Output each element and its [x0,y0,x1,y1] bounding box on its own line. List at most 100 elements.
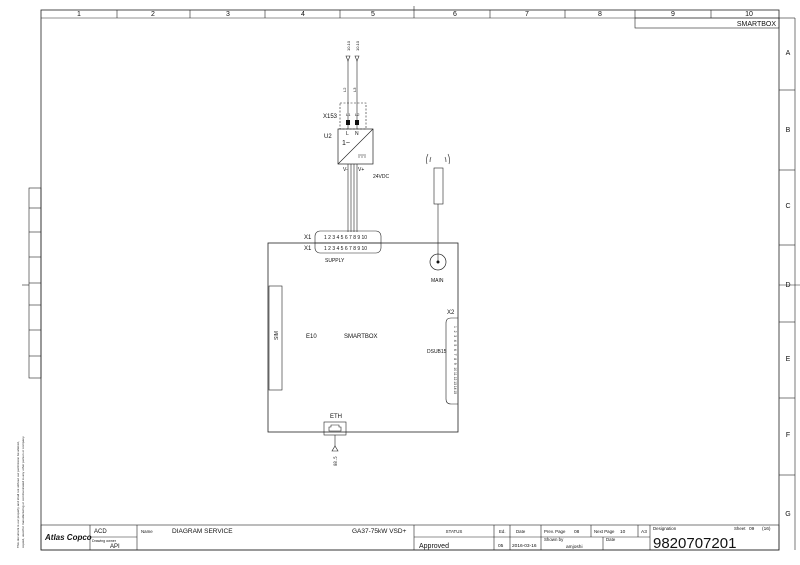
ed: 05 [498,543,504,549]
terminal-pin-2 [355,120,359,125]
supply-ref-l3: 10.10 [355,40,360,51]
status-label: STATUS [446,529,463,534]
header-label: SMARTBOX [737,21,776,28]
owner-label: Drawing owner [92,539,117,543]
eth-port [323,421,347,436]
header-box [634,17,780,29]
wire-number-l2: L2 [342,87,347,92]
col-label-4: 4 [301,11,305,18]
eth-ref: 08.5 [333,456,338,466]
psu-in-n: N [355,131,359,137]
terminal-pin-1 [346,120,350,125]
row-label-c: C [785,203,790,210]
designation-label: Designation [653,526,677,531]
disclaimer-line-1: This document is our property and shall … [16,441,20,548]
main-antenna-label: MAIN [431,278,444,284]
next-page-label: Next Page [594,529,615,534]
psu-diagonal [337,128,374,165]
col-label-1: 1 [77,11,81,18]
date2-label: Date [606,537,616,542]
device-ref: E10 [306,334,317,340]
dsub-pin-13: 13 [453,381,457,385]
dsub-pin-3: 3 [453,335,457,337]
supply-ref-l2: 10.10 [346,40,351,51]
designation: 9820707201 [653,535,736,552]
dsub-pin-6: 6 [453,349,457,351]
main-antenna-center [436,260,440,264]
dc-wires [347,164,358,232]
dsub-pin-14: 14 [453,386,457,390]
device-name: SMARTBOX [344,334,378,340]
col-label-7: 7 [525,11,529,18]
dsub-pin-12: 12 [453,377,457,381]
x1-inner-pins: 1 2 3 4 5 6 7 8 9 10 [324,246,367,252]
eth-arrow [331,445,339,452]
terminal-pin-1-label: L1 [346,112,351,117]
column-ruler [116,6,712,18]
x1-connector-outer [314,230,382,254]
status: Approved [419,543,449,550]
antenna [426,153,450,262]
col-label-2: 2 [151,11,155,18]
x1-outer-pins: 1 2 3 4 5 6 7 8 9 10 [324,235,367,241]
eth-jack-icon [328,424,342,432]
sheet-total: (16) [762,526,771,532]
psu-ac-symbol: 1~ [342,140,350,147]
psu-out-pos: V+ [358,167,364,173]
sheet-label: Sheet [734,526,746,531]
prev-page-label: Prev. Page [544,529,566,534]
eth-label: ETH [330,414,342,420]
row-label-e: E [786,356,791,363]
shown-by: amjoshi [566,544,583,550]
drawing-frame [40,9,780,551]
psu-u2 [337,128,374,165]
sim-slot [268,285,283,391]
dsub-pin-9: 9 [453,363,457,365]
row-ruler [779,89,800,476]
terminal-pin-2-label: L2 [355,112,360,117]
wire-number-l3: L3 [352,87,357,92]
date: 2016-03-16 [512,543,537,549]
supply-arrows [345,55,360,129]
disclaimer-line-2: copied, used for manufacturing or commun… [21,436,25,548]
drawing-name: DIAGRAM SERVICE [172,528,233,535]
x1-outer-ref: X1 [304,235,312,241]
shown-by-label: Shown by [544,537,564,542]
dsub-pin-10: 10 [453,367,457,371]
row-label-d: D [785,282,790,289]
dsub-label: DSUB15 [427,349,447,355]
row-label-g: G [785,511,790,518]
title-block [40,524,780,551]
prev-page: 08 [574,529,580,535]
sheet-no: 09 [749,526,755,532]
dsub-pin-7: 7 [453,354,457,356]
dsub-pin-2: 2 [453,331,457,333]
dsub-pin-1: 1 [453,326,457,328]
smartbox-device [267,242,459,433]
x1-supply-label: SUPPLY [325,258,345,264]
main-antenna-connector [429,253,447,271]
x1-inner-ref: X1 [304,246,312,252]
owner: API [110,544,120,550]
ed-label: Ed. [499,529,506,534]
col-label-6: 6 [453,11,457,18]
dsub-pin-8: 8 [453,358,457,360]
col-label-10: 10 [745,11,753,18]
left-revision-strip [22,187,42,379]
col-label-8: 8 [598,11,602,18]
dsub-pin-4: 4 [453,340,457,342]
dsub-pin-5: 5 [453,344,457,346]
format: A3 [641,529,647,535]
dsub-pin-11: 11 [453,372,457,376]
atlas-copco-logo: Atlas Copco [44,533,92,542]
model: GA37-75kW VSD+ [352,528,407,535]
next-page: 10 [620,529,626,535]
sim-label: SIM [274,331,280,340]
row-label-a: A [786,50,791,57]
psu-ref: U2 [324,134,332,140]
terminal-x153 [339,102,367,130]
date-label: Date [516,529,526,534]
psu-in-l: L [346,131,349,137]
dsub-ref: X2 [447,310,455,316]
